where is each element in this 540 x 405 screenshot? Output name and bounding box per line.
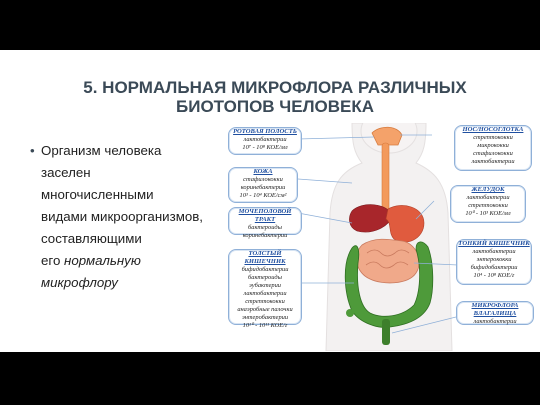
bullet-text-normal: его [41, 253, 65, 268]
box-nasopharynx: НОС/НОСОГЛОТКА стрептококки микрококки с… [454, 125, 532, 171]
bullet-dot: • [30, 143, 35, 158]
box-line: эубактерии [248, 282, 281, 289]
box-line: анаэробные палочки [237, 306, 293, 313]
stomach [385, 205, 425, 243]
connector-lines [297, 134, 459, 334]
box-title: ТОНКИЙ КИШЕЧНИК [458, 240, 530, 247]
connector-oral [297, 136, 375, 140]
box-line: лактобактерии [473, 318, 517, 325]
bullet-line: видами микроорганизмов, [41, 209, 203, 224]
box-line: 10⁷ - 10⁸ КОЕ/мл [242, 144, 288, 151]
box-line: лактобактерии [471, 158, 515, 165]
box-line: коринебактерии [240, 184, 286, 191]
box-line: стафилококки [243, 176, 283, 183]
rectum [382, 319, 390, 345]
connector-vagina [391, 316, 457, 334]
bullet-line: Организм человека [41, 143, 162, 158]
box-line: стрептококки [245, 298, 285, 305]
small-intestine [356, 238, 420, 284]
box-urogenital-tract: МОЧЕПОЛОВОЙ ТРАКТ бактероиды коринебакте… [228, 207, 302, 239]
box-small-intestine: ТОНКИЙ КИШЕЧНИК лактобактерии энтерококк… [456, 239, 532, 285]
box-line: 10⁰ - 10³ КОЕ/мл [465, 210, 511, 217]
box-line: микрококки [477, 142, 509, 149]
box-line: лактобактерии [243, 136, 287, 143]
slide: 5. НОРМАЛЬНАЯ МИКРОФЛОРА РАЗЛИЧНЫХ БИОТО… [0, 50, 540, 352]
box-line: бактероиды [248, 274, 282, 281]
bullet-line: заселен многочисленными [41, 165, 154, 202]
box-title: РОТОВАЯ ПОЛОСТЬ [233, 128, 297, 135]
slide-title: 5. НОРМАЛЬНАЯ МИКРОФЛОРА РАЗЛИЧНЫХ БИОТО… [83, 78, 467, 116]
connector-small-intestine [413, 262, 459, 266]
box-line: коринебактерии [242, 232, 288, 239]
box-line: стафилококки [473, 150, 513, 157]
box-line: лактобактерии [466, 194, 510, 201]
box-line: бифидобактерии [241, 266, 289, 273]
connector-stomach [415, 200, 435, 220]
box-oral-cavity: РОТОВАЯ ПОЛОСТЬ лактобактерии 10⁷ - 10⁸ … [228, 127, 302, 155]
box-title: НОС/НОСОГЛОТКА [462, 126, 524, 133]
box-line: 10¹⁰ - 10¹¹ КОЕ/г [242, 322, 288, 329]
intestine-coils [365, 249, 410, 269]
bullet-line: микрофлору [41, 275, 118, 290]
box-line: лактобактерии [472, 248, 516, 255]
box-line: стрептококки [468, 202, 508, 209]
esophagus [381, 142, 390, 214]
box-line: бактероиды [248, 224, 282, 231]
liver [349, 204, 393, 233]
bullet-text: • Организм человека заселен многочисленн… [30, 140, 203, 294]
connector-skin [297, 178, 353, 184]
box-line: 10⁴ - 10⁸ КОЕ/г [473, 272, 515, 279]
box-skin: КОЖА стафилококки коринебактерии 10³ - 1… [228, 167, 298, 203]
box-line: бифидобактерии [470, 264, 518, 271]
bullet-line: составляющими [41, 231, 142, 246]
bullet-line: его нормальную [38, 250, 203, 272]
box-line: энтерококки [476, 256, 512, 263]
box-line: лактобактерии [243, 290, 287, 297]
anatomy-figure: РОТОВАЯ ПОЛОСТЬ лактобактерии 10⁷ - 10⁸ … [202, 123, 537, 351]
large-intestine [344, 241, 434, 328]
box-title: МИКРОФЛОРА ВЛАГАЛИЩА [471, 302, 519, 317]
box-vaginal-microflora: МИКРОФЛОРА ВЛАГАЛИЩА лактобактерии [456, 301, 534, 325]
box-line: стрептококки [473, 134, 513, 141]
appendix [346, 309, 354, 317]
box-title: ЖЕЛУДОК [471, 186, 505, 193]
box-title: ТОЛСТЫЙ КИШЕЧНИК [244, 250, 286, 265]
box-stomach: ЖЕЛУДОК лактобактерии стрептококки 10⁰ -… [450, 185, 526, 223]
body-illustration [297, 123, 459, 351]
box-line: 10³ - 10⁴ КОЕ/см² [239, 192, 287, 199]
box-title: КОЖА [253, 168, 273, 175]
bullet-text-italic: нормальную [64, 253, 141, 268]
box-line: энтеробактерии [241, 314, 289, 321]
nasal-cavity [371, 126, 403, 146]
connector-urogenital [297, 212, 353, 224]
box-title: МОЧЕПОЛОВОЙ ТРАКТ [238, 208, 292, 223]
box-large-intestine: ТОЛСТЫЙ КИШЕЧНИК бифидобактерии бактерои… [228, 249, 302, 329]
